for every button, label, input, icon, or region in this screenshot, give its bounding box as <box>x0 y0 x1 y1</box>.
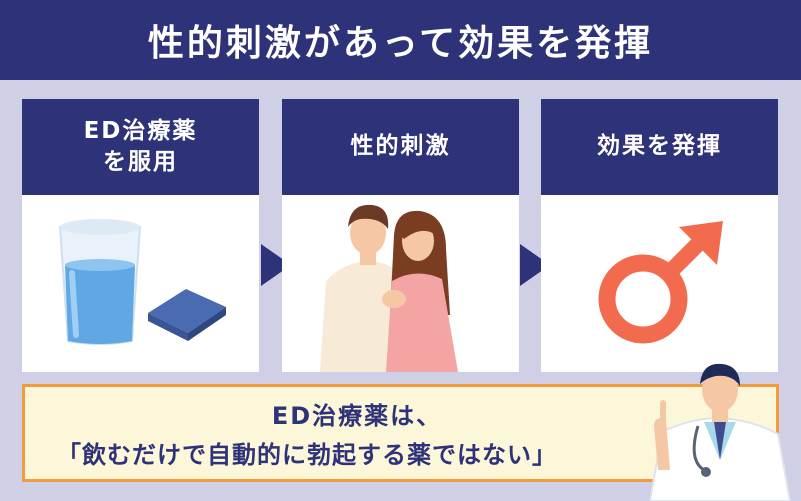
note-line2: 「飲むだけで自動的に勃起する薬ではない」 <box>57 441 557 469</box>
step-card-effect: 効果を発揮 <box>541 99 778 372</box>
note-line1: ED治療薬は、 <box>271 402 443 430</box>
water-glass-and-pill-icon <box>58 219 226 345</box>
step-label-line1: 効果を発揮 <box>597 133 722 160</box>
page-title: 性的刺激があって効果を発揮 <box>0 0 801 80</box>
step-card-body <box>22 195 259 372</box>
couple-illustration <box>320 204 458 372</box>
step-card-header: 効果を発揮 <box>541 99 778 195</box>
step-card-take-medicine: ED治療薬 を服用 <box>22 99 259 372</box>
step-card-body <box>541 195 778 372</box>
step-label-line1: 性的刺激 <box>350 133 451 160</box>
step-label-line2: を服用 <box>103 149 178 175</box>
step-label-line1: ED治療薬 <box>83 117 198 144</box>
step-card-body <box>282 195 519 372</box>
next-arrow-icon <box>261 244 291 286</box>
step-card-header: 性的刺激 <box>282 99 519 195</box>
step-card-stimulation: 性的刺激 <box>282 99 519 372</box>
next-arrow-icon <box>520 244 550 286</box>
doctor-illustration <box>648 363 792 501</box>
male-symbol-icon <box>598 221 723 344</box>
note-box: ED治療薬は、 「飲むだけで自動的に勃起する薬ではない」 <box>22 384 779 482</box>
step-card-header: ED治療薬 を服用 <box>22 99 259 195</box>
